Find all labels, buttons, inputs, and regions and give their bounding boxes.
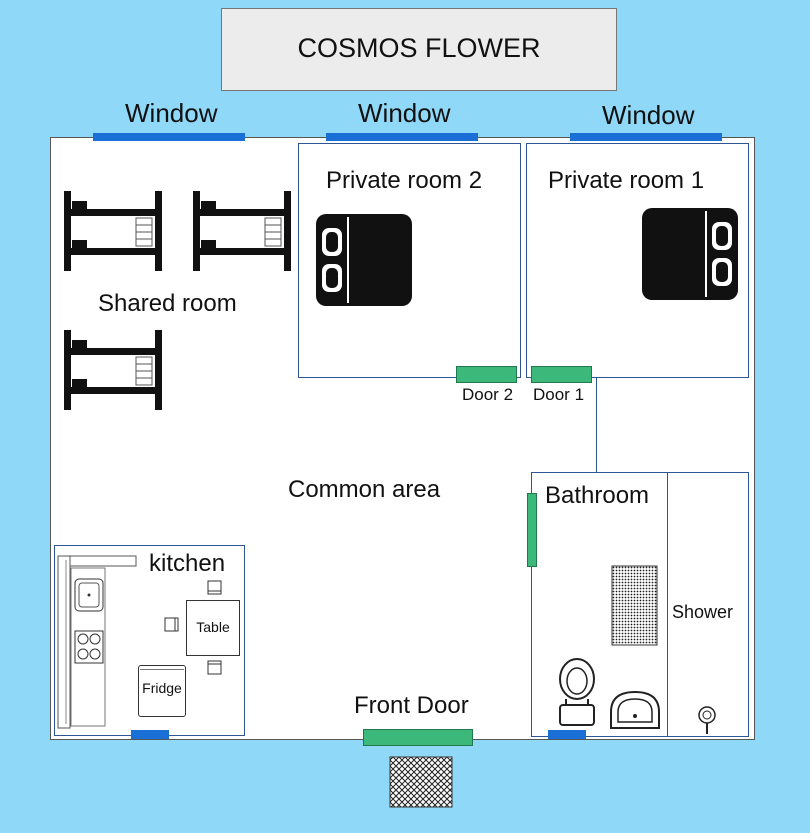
- shared-room-label: Shared room: [98, 290, 237, 317]
- private-room-2-label: Private room 2: [326, 167, 483, 194]
- window-shared-room: [93, 133, 245, 141]
- front-door[interactable]: [363, 729, 473, 746]
- door-1[interactable]: [531, 366, 592, 383]
- private-room-1-label: Private room 1: [548, 167, 705, 194]
- chair-icon: [207, 660, 222, 675]
- window-private-room-1: [570, 133, 722, 141]
- fridge: [138, 665, 186, 717]
- double-bed-icon: [642, 208, 738, 300]
- window-label-1: Window: [125, 98, 218, 128]
- double-bed-icon: [316, 214, 412, 306]
- chair-icon: [207, 580, 222, 595]
- door-1-label: Door 1: [533, 385, 585, 404]
- stove-icon: [74, 630, 104, 664]
- bathroom-label: Bathroom: [545, 482, 650, 509]
- table-label: Table: [196, 619, 230, 635]
- doormat-icon: [389, 756, 453, 808]
- window-private-room-2: [326, 133, 478, 141]
- sink-icon: [74, 578, 104, 612]
- window-label-3: Window: [602, 100, 695, 130]
- shower-head-icon: [698, 706, 716, 734]
- toilet-icon: [559, 658, 595, 726]
- kitchen-label: kitchen: [149, 550, 226, 577]
- shower-label: Shower: [672, 602, 734, 622]
- page-title: COSMOS FLOWER: [297, 33, 541, 63]
- common-area-label: Common area: [288, 476, 441, 503]
- kitchen-window: [131, 730, 169, 739]
- chair-icon: [164, 617, 179, 632]
- front-door-label: Front Door: [354, 692, 469, 719]
- corridor-wall: [596, 378, 597, 472]
- bathroom-window: [548, 730, 586, 739]
- shower-divider: [667, 472, 668, 737]
- door-2-label: Door 2: [462, 385, 514, 404]
- title-box: [221, 8, 617, 91]
- bunk-bed-icon: [64, 330, 162, 410]
- door-2[interactable]: [456, 366, 517, 383]
- bunk-bed-icon: [64, 191, 162, 271]
- bath-mat-icon: [611, 565, 658, 646]
- bathroom-door[interactable]: [527, 493, 537, 567]
- table: [186, 600, 240, 656]
- bunk-bed-icon: [193, 191, 291, 271]
- sink-icon: [610, 690, 660, 729]
- fridge-label: Fridge: [142, 680, 182, 696]
- window-label-2: Window: [358, 98, 451, 128]
- fridge-door-line: [140, 669, 184, 670]
